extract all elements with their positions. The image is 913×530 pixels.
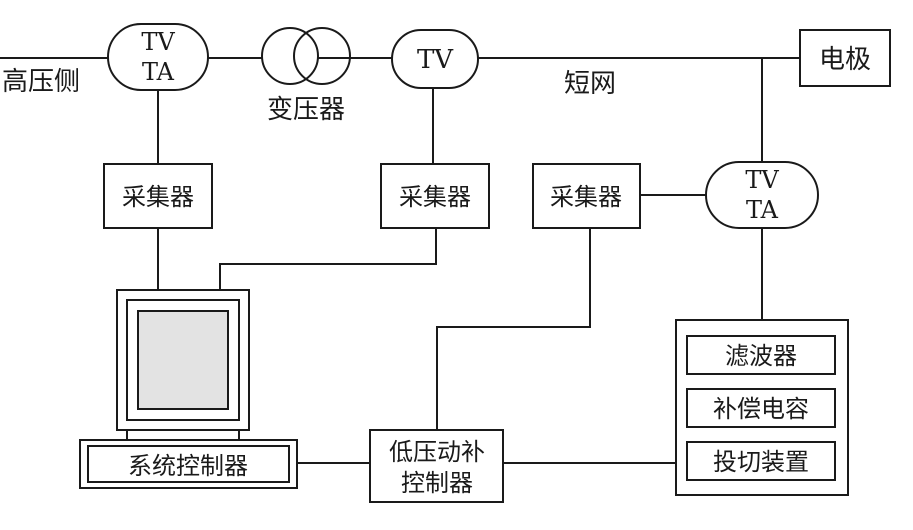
tvta-left-node: TV TA: [107, 23, 209, 91]
computer-monitor: [116, 289, 250, 440]
tv-middle-label: TV: [417, 45, 454, 75]
filter-label: 滤波器: [725, 342, 797, 370]
tvta-right-shape: [705, 161, 819, 229]
lv-controller-label-line1: 低压动补: [389, 438, 485, 466]
tv-middle-node: TV: [391, 29, 479, 89]
filter-box: [686, 335, 836, 375]
short-net-label: 短网: [564, 69, 616, 99]
system-controller-inner: [87, 445, 290, 483]
line-collector-3-to-lv-controller: [436, 228, 591, 430]
collector-3-box: [532, 163, 641, 229]
transformer-primary-coil: [261, 27, 319, 85]
lv-controller-label-line2: 控制器: [401, 469, 473, 497]
line-collector-2-to-computer: [219, 228, 437, 290]
lv-controller: 低压动补 控制器: [369, 429, 504, 503]
electrode-box: 电极: [799, 29, 891, 87]
monitor-screen: [137, 310, 229, 410]
comp-capacitor-label: 补偿电容: [713, 395, 809, 423]
electrode-shape: [799, 29, 891, 87]
tvta-left-tv-label: TV: [141, 28, 175, 56]
collector-3: 采集器: [532, 163, 641, 229]
collector-1-label: 采集器: [122, 183, 194, 211]
collector-3-label: 采集器: [550, 183, 622, 211]
transformer-symbol: [261, 27, 351, 85]
collector-1-box: [103, 163, 213, 229]
transformer-secondary-coil: [293, 27, 351, 85]
tvta-right-tv-label: TV: [745, 166, 779, 194]
tvta-right-ta-label: TA: [746, 196, 779, 224]
transformer-label: 变压器: [267, 95, 345, 125]
switching-device-label: 投切装置: [713, 448, 809, 476]
switching-device-box: [686, 441, 836, 481]
system-controller-label: 系统控制器: [128, 452, 248, 480]
collector-2-label: 采集器: [399, 183, 471, 211]
lv-controller-box: [369, 429, 504, 503]
high-voltage-side-label: 高压侧: [2, 67, 80, 97]
tvta-left-shape: [107, 23, 209, 91]
tvta-left-ta-label: TA: [142, 58, 175, 86]
system-controller: 系统控制器: [79, 439, 298, 489]
collector-1: 采集器: [103, 163, 213, 229]
comp-capacitor-box: [686, 388, 836, 428]
collector-2: 采集器: [380, 163, 490, 229]
tv-middle-shape: [391, 29, 479, 89]
compensation-cabinet: 滤波器 补偿电容 投切装置: [675, 319, 849, 496]
tvta-right-node: TV TA: [705, 161, 819, 229]
electrode-label: 电极: [819, 45, 871, 75]
collector-2-box: [380, 163, 490, 229]
